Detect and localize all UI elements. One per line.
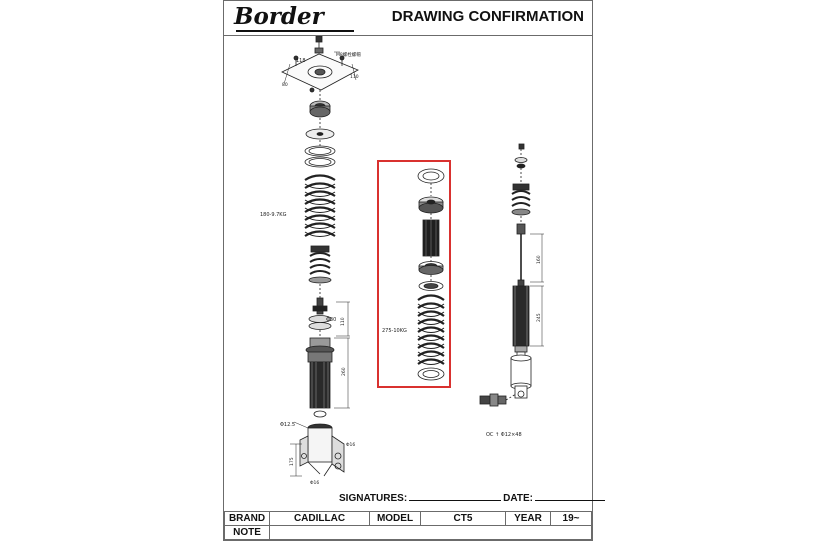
table-row: NOTE (224, 525, 592, 540)
note-label: NOTE (224, 525, 270, 540)
logo-underline (236, 30, 354, 32)
highlight-box (377, 160, 451, 388)
dim-shaft: Φ30 (326, 317, 336, 323)
note-value (269, 525, 592, 540)
left-spring-label: 180-9.7KG (260, 212, 287, 218)
right-shock-labels: 160 245 OC ↑ Φ12×48 (486, 255, 542, 438)
spec-table: BRAND CADILLAC MODEL CT5 YEAR 19~ NOTE (224, 511, 592, 540)
left-strut-assembly (281, 36, 359, 477)
dim-right-bottom: OC ↑ Φ12×48 (486, 432, 522, 438)
table-row: BRAND CADILLAC MODEL CT5 YEAR 19~ (224, 511, 592, 526)
page-title: DRAWING CONFIRMATION (391, 8, 584, 25)
dim-bracket-hole: Φ16 (346, 442, 355, 448)
brand-logo: Border (234, 3, 374, 33)
logo-text: Border (234, 3, 324, 30)
year-value: 19~ (550, 511, 592, 526)
dim-shaft-length: 110 (340, 317, 346, 326)
dim-body-length: 260 (341, 367, 347, 376)
dim-right-shaft: 160 (536, 255, 542, 264)
middle-spring (417, 294, 445, 365)
dim-bolt-b: 110 (350, 74, 359, 80)
brand-value: CADILLAC (269, 511, 370, 526)
dim-top-plate: 118 (296, 58, 306, 64)
signatures-row: SIGNATURES: DATE: (339, 493, 605, 504)
middle-spring-label: 275-10KG (382, 328, 407, 334)
brand-label: BRAND (224, 511, 270, 526)
callout-nut: M8螺栓螺帽 (336, 51, 361, 58)
left-strut-labels: 118 M8螺栓螺帽 80 110 180-9.7KG Φ30 110 260 … (260, 51, 361, 486)
signature-line (409, 500, 502, 501)
dim-right-body: 245 (536, 313, 542, 322)
dim-bolt-a: 80 (282, 82, 288, 88)
right-shock-assembly (479, 143, 544, 407)
date-line (534, 500, 605, 501)
dim-bracket-length: 175 (289, 457, 295, 466)
signatures-label: SIGNATURES: (339, 493, 408, 504)
left-spring (304, 174, 336, 237)
model-value: CT5 (420, 511, 506, 526)
drawing-sheet: Border DRAWING CONFIRMATION (223, 0, 605, 541)
header: Border DRAWING CONFIRMATION (224, 1, 592, 36)
technical-drawing: 118 M8螺栓螺帽 80 110 180-9.7KG Φ30 110 260 … (260, 36, 544, 486)
model-label: MODEL (369, 511, 421, 526)
year-label: YEAR (505, 511, 551, 526)
dim-bracket-hole-b: Φ16 (310, 480, 319, 486)
middle-spring-kit (417, 168, 445, 381)
date-label: DATE: (503, 493, 533, 504)
dim-eye: Φ12.5 (280, 422, 295, 428)
